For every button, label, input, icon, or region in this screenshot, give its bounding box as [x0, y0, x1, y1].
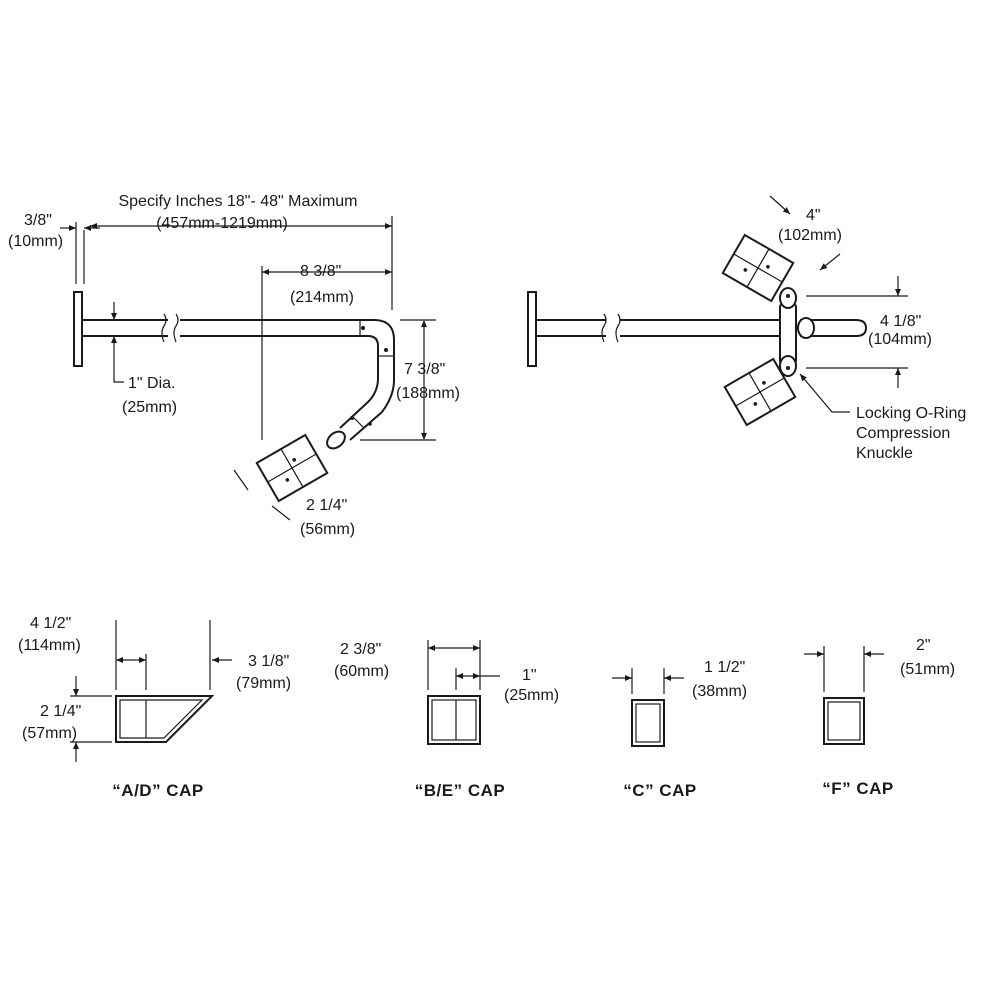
light-head-lower [723, 357, 797, 427]
cap-f: 2" (51mm) “F” CAP [804, 637, 955, 798]
cap-be-width-mm-label: (60mm) [334, 663, 389, 680]
cap-ad-top-width-label: 4 1/2" [30, 615, 71, 632]
cap-be-inner-label: 1" [522, 667, 537, 684]
top-head-width-mm-label: (102mm) [778, 227, 842, 244]
cap-ad-height-mm-label: (57mm) [22, 725, 77, 742]
cap-ad-inner [119, 699, 204, 739]
cap-f-width-label: 2" [916, 637, 931, 654]
break-mark [161, 313, 167, 343]
spread-mm-label: (104mm) [868, 331, 932, 348]
extension-line [271, 505, 291, 521]
side-view: Specify Inches 18"- 48" Maximum (457mm-1… [8, 193, 460, 538]
plate-thickness-mm-label: (10mm) [8, 233, 63, 250]
screw-icon [350, 416, 354, 420]
overall-length-label: Specify Inches 18"- 48" Maximum [118, 193, 357, 210]
head-width-label: 2 1/4" [306, 497, 347, 514]
cap-f-width-mm-label: (51mm) [900, 661, 955, 678]
arm-diameter-mm-label: (25mm) [122, 399, 177, 416]
plate-thickness-label: 3/8" [24, 212, 52, 229]
drop-label: 7 3/8" [404, 361, 445, 378]
cap-ad-title: “A/D” CAP [112, 781, 203, 800]
top-view: 4" (102mm) 4 1/8" (104mm) Locking O-Ring… [527, 195, 966, 462]
arm-diameter-label: 1" Dia. [128, 375, 175, 392]
cap-f-title: “F” CAP [822, 779, 894, 798]
spread-label: 4 1/8" [880, 313, 921, 330]
dimension-line [819, 253, 841, 271]
cap-ad-height-label: 2 1/4" [40, 703, 81, 720]
cap-c-width-label: 1 1/2" [704, 659, 745, 676]
leader-line [799, 373, 850, 413]
wall-plate [73, 291, 83, 367]
break-mark [601, 313, 607, 343]
break-mark [615, 313, 621, 343]
cap-c-outline [631, 699, 665, 747]
break-mark [173, 313, 179, 343]
screw-icon [384, 348, 388, 352]
cap-be-width-label: 2 3/8" [340, 641, 381, 658]
elbow-length-mm-label: (214mm) [290, 289, 354, 306]
cap-ad: 4 1/2" (114mm) 3 1/8" (79mm) 2 1/4" (57m… [18, 615, 291, 800]
extension-line [233, 469, 249, 491]
cap-be-inner-mm-label: (25mm) [504, 687, 559, 704]
cap-be-inner [431, 699, 477, 741]
arm-end [800, 319, 868, 337]
cap-ad-bottom-width-label: 3 1/8" [248, 653, 289, 670]
screw-icon [361, 326, 365, 330]
cap-ad-top-width-mm-label: (114mm) [18, 637, 81, 654]
knuckle-ring [797, 317, 815, 339]
cap-be-outline [427, 695, 481, 745]
knuckle-label-line2: Compression [856, 425, 950, 442]
head-width-mm-label: (56mm) [300, 521, 355, 538]
cap-c-inner [635, 703, 661, 743]
overall-length-mm-label: (457mm-1219mm) [156, 215, 288, 232]
wall-plate [527, 291, 537, 367]
elbow-inner [339, 335, 379, 429]
cap-c-width-mm-label: (38mm) [692, 683, 747, 700]
cap-f-inner [827, 701, 861, 741]
knuckle-label-line3: Knuckle [856, 445, 913, 462]
knuckle-label-line1: Locking O-Ring [856, 405, 966, 422]
screw-icon [786, 366, 790, 370]
screw-icon [786, 294, 790, 298]
knuckle [326, 430, 346, 450]
cap-be-title: “B/E” CAP [415, 781, 505, 800]
light-head-upper [721, 233, 795, 303]
drop-mm-label: (188mm) [396, 385, 460, 402]
cap-ad-outline [115, 695, 215, 743]
cap-ad-bottom-width-mm-label: (79mm) [236, 675, 291, 692]
cap-f-outline [823, 697, 865, 745]
cap-c: 1 1/2" (38mm) “C” CAP [612, 659, 747, 800]
leader-line [113, 354, 124, 383]
cap-be: 2 3/8" (60mm) 1" (25mm) “B/E” CAP [334, 640, 559, 800]
light-head [255, 433, 329, 503]
elbow-outer [349, 319, 395, 441]
top-head-width-label: 4" [806, 207, 821, 224]
screw-icon [368, 422, 372, 426]
dimension-line [769, 195, 791, 215]
elbow-length-label: 8 3/8" [300, 263, 341, 280]
cap-c-title: “C” CAP [623, 781, 696, 800]
